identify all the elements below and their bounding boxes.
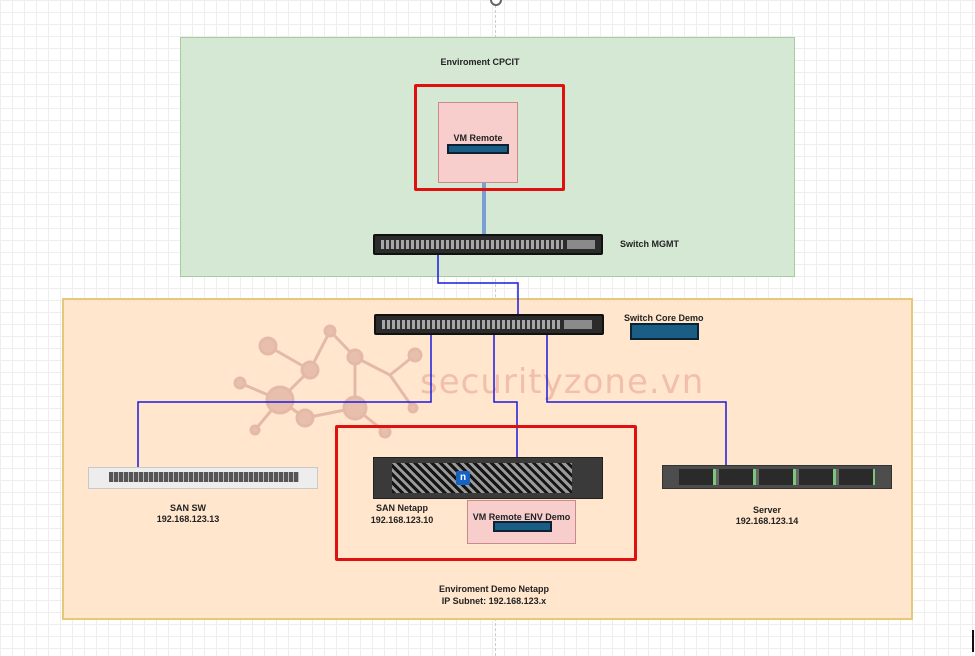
highlight-box-vm-remote: [414, 84, 565, 191]
vm-remote-status-bar: [447, 144, 509, 154]
san-sw-ip: 192.168.123.13: [156, 514, 220, 524]
watermark-text: securityzone.vn: [420, 362, 705, 402]
server-drive-bays: [679, 469, 875, 485]
san-netapp-device[interactable]: n: [373, 457, 603, 499]
san-netapp-label: SAN Netapp: [375, 503, 428, 513]
zone-demo-subnet: IP Subnet: 192.168.123.x: [441, 596, 547, 606]
san-sw-ports: [109, 472, 299, 482]
netapp-logo-icon: n: [456, 471, 470, 485]
link-core-to-server: [546, 335, 727, 466]
zone-demo-title: Enviroment Demo Netapp: [438, 584, 550, 594]
switch-core-label: Switch Core Demo: [624, 313, 704, 323]
netapp-grille: [392, 463, 572, 493]
switch-uplinks: [567, 240, 595, 249]
text-cursor: [972, 630, 974, 652]
san-netapp-ip: 192.168.123.10: [370, 515, 434, 525]
switch-mgmt-label: Switch MGMT: [620, 239, 679, 249]
link-mgmt-to-core: [437, 254, 519, 314]
highlight-box-netapp: [335, 425, 637, 561]
link-core-to-netapp: [493, 335, 518, 460]
vm-remote-env-label: VM Remote ENV Demo: [472, 512, 571, 522]
san-sw-label: SAN SW: [170, 503, 206, 513]
server-ip: 192.168.123.14: [735, 516, 799, 526]
server-label: Server: [752, 505, 782, 515]
san-sw-device[interactable]: [88, 467, 318, 489]
link-core-to-san-sw: [137, 335, 432, 467]
switch-ports: [381, 240, 563, 249]
switch-core-device[interactable]: [374, 314, 604, 335]
vm-remote-env-status-bar: [493, 521, 552, 532]
switch-uplinks: [564, 320, 592, 329]
server-device[interactable]: [662, 465, 892, 489]
rotate-handle[interactable]: [490, 0, 502, 6]
switch-mgmt-device[interactable]: [373, 234, 603, 255]
vm-remote-label: VM Remote: [453, 133, 503, 143]
vm-remote-node[interactable]: [438, 102, 518, 183]
switch-ports: [382, 320, 560, 329]
switch-core-status-bar: [630, 323, 699, 340]
zone-cpcit-title: Enviroment CPCIT: [440, 57, 520, 67]
